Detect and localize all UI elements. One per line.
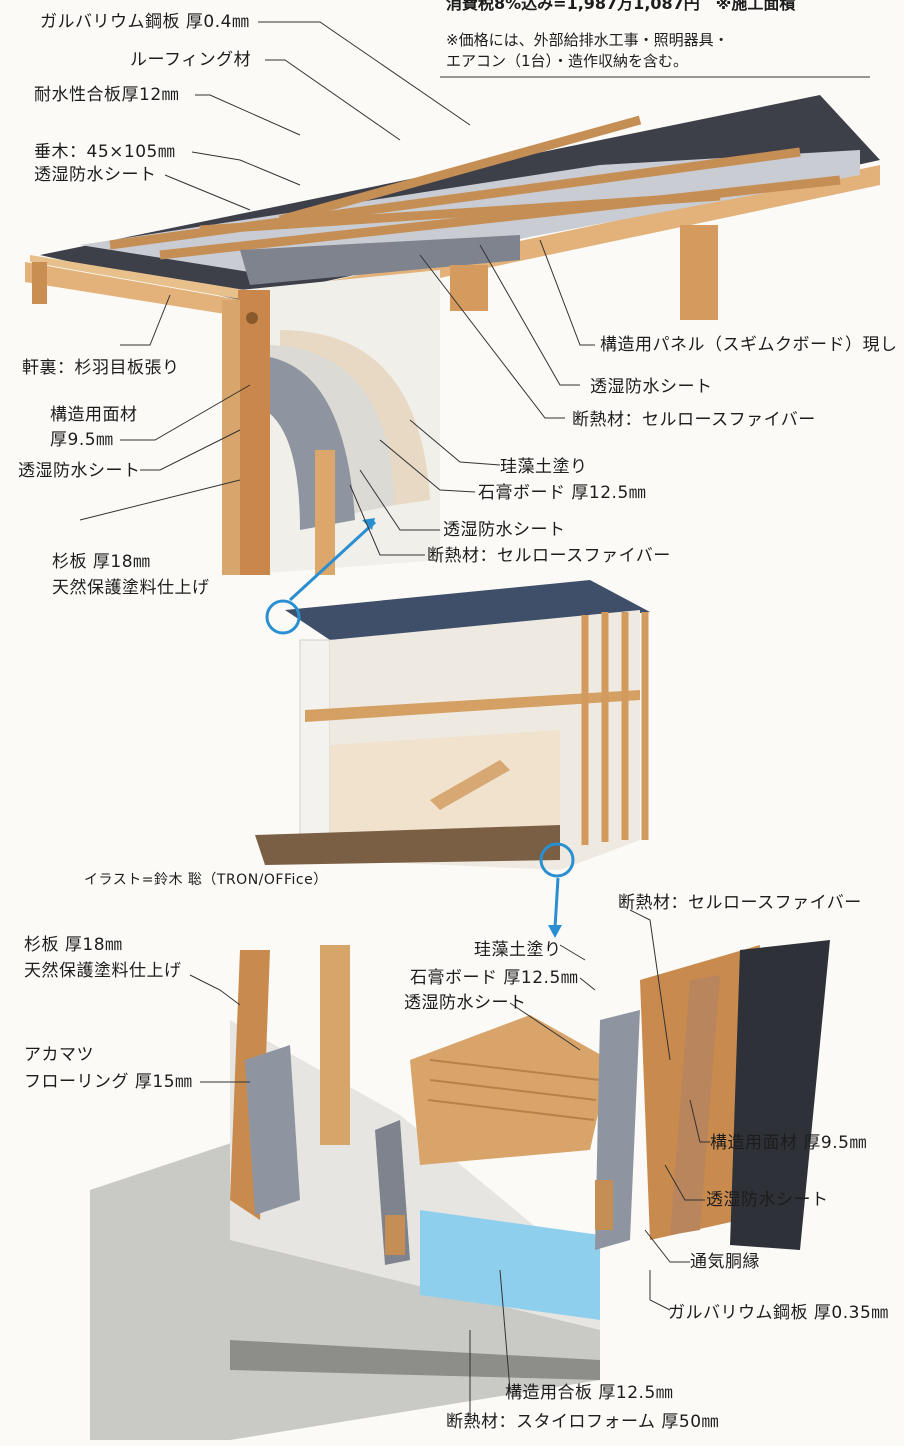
label-natural-paint: 天然保護塗料仕上げ <box>52 578 210 598</box>
label-styrofoam: 断熱材：スタイロフォーム 厚50㎜ <box>446 1412 720 1432</box>
label-floor-cedar-18: 杉板 厚18㎜ <box>24 935 123 955</box>
label-galvalume-035: ガルバリウム鋼板 厚0.35㎜ <box>668 1303 889 1323</box>
left-sill <box>385 1215 405 1255</box>
label-structural-face-1: 構造用面材 <box>50 405 138 425</box>
label-floor-cellulose: 断熱材：セルロースファイバー <box>618 893 862 913</box>
label-roof-sheet-2: 透湿防水シート <box>590 377 713 397</box>
callout-circle-floor <box>539 842 575 878</box>
label-structural-face-2: 厚9.5㎜ <box>50 430 114 450</box>
rafter-lines <box>109 115 841 260</box>
label-furring: 通気胴縁 <box>690 1252 760 1272</box>
roof-cellulose <box>240 235 520 285</box>
rafter-end-2 <box>680 225 718 320</box>
label-galvalume-04: ガルバリウム鋼板 厚0.4㎜ <box>40 12 250 32</box>
label-structural-panel: 構造用パネル（スギムクボード）現し <box>600 335 898 355</box>
label-floor-diatom: 珪藻土塗り <box>474 940 562 960</box>
label-floor-sheet: 透湿防水シート <box>404 993 527 1013</box>
beam-knot <box>246 312 258 324</box>
floor-board-lines <box>427 1059 601 1121</box>
callout-arrowhead-down <box>548 925 562 938</box>
label-soffit: 軒裏：杉羽目板張り <box>22 358 180 378</box>
left-stud <box>320 945 350 1145</box>
label-floor-gypsum: 石膏ボード 厚12.5㎜ <box>410 968 579 988</box>
leader-lines <box>79 21 710 1420</box>
label-roof-sheet: 透湿防水シート <box>34 165 157 185</box>
house-studs <box>581 612 649 845</box>
house-roof <box>285 580 650 640</box>
house-model <box>255 518 650 938</box>
house-stair <box>430 760 510 810</box>
label-cellulose-upper: 断熱材：セルロースファイバー <box>427 546 671 566</box>
label-akamatsu: アカマツ <box>24 1045 94 1065</box>
callout-arrow-up <box>288 520 377 602</box>
rafter-end-1 <box>450 265 488 311</box>
wall-stud <box>238 290 270 575</box>
gravel-bed <box>230 1340 600 1380</box>
label-gypsum-upper: 石膏ボード 厚12.5㎜ <box>478 483 647 503</box>
label-diatom-upper: 珪藻土塗り <box>500 457 588 477</box>
label-structural-face-95: 構造用面材 厚9.5㎜ <box>710 1133 867 1153</box>
label-waterproof-plywood: 耐水性合板厚12㎜ <box>34 85 180 105</box>
label-floor-sheet-2: 透湿防水シート <box>706 1190 829 1210</box>
floor-detail <box>90 940 830 1440</box>
callout-arrow-down <box>553 877 560 929</box>
house-floor-beam <box>305 690 640 722</box>
wall-post <box>315 450 335 575</box>
cedar-siding <box>222 300 240 575</box>
house-deck <box>255 825 560 865</box>
right-galvalume-siding <box>730 940 830 1250</box>
label-flooring-15: フローリング 厚15㎜ <box>24 1072 193 1092</box>
label-struct-plywood: 構造用合板 厚12.5㎜ <box>505 1383 674 1403</box>
label-rafter: 垂木：45×105㎜ <box>34 142 176 162</box>
price-note-2: エアコン（1台）・造作収納を含む。 <box>446 52 689 70</box>
illustration-credit: イラスト=鈴木 聡（TRON/OFFice） <box>84 872 328 888</box>
callout-circle-roof <box>265 599 301 635</box>
soffit-boards <box>30 255 245 300</box>
label-roof-cellulose: 断熱材：セルロースファイバー <box>572 410 816 430</box>
left-insulation <box>245 1045 300 1215</box>
price-note-1: ※価格には、外部給排水工事・照明器具・ <box>446 31 729 49</box>
eave-edge <box>32 262 47 304</box>
label-roofing: ルーフィング材 <box>130 50 252 70</box>
right-sill <box>595 1180 613 1230</box>
label-floor-natural-paint: 天然保護塗料仕上げ <box>24 961 182 981</box>
styrofoam-insulation <box>420 1210 600 1320</box>
label-sheet-upper: 透湿防水シート <box>443 520 566 540</box>
price-line: 消費税8%込み=1,987万1,087円 ※施工面積 <box>446 0 796 13</box>
house-lower-room <box>330 730 560 835</box>
label-wall-sheet: 透湿防水シート <box>18 461 141 481</box>
label-cedar-18: 杉板 厚18㎜ <box>52 552 151 572</box>
house-left-wall <box>299 639 331 861</box>
right-osb-face <box>670 975 720 1235</box>
roof-detail <box>25 95 880 575</box>
